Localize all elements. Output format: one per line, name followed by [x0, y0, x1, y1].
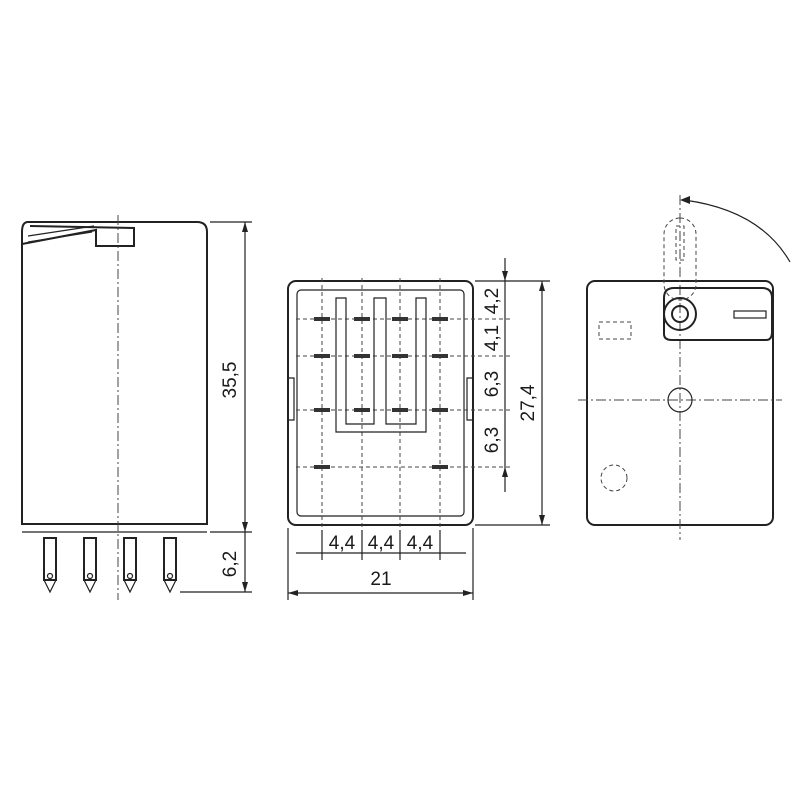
lever-pivot-hole: [671, 305, 689, 323]
dim-pin-length: 6,2: [180, 532, 252, 593]
dim-label-pitch-x-2: 4,4: [368, 533, 395, 554]
bottom-inner-outline: [296, 289, 465, 517]
dim-label-6-3-b: 6,3: [482, 427, 503, 453]
pin: [83, 537, 97, 581]
relay-body-outline: [21, 221, 208, 525]
dim-label-35-5: 35,5: [220, 362, 241, 399]
lever-pivot: [663, 297, 697, 331]
pin-slot: [314, 354, 330, 358]
pin: [43, 537, 57, 581]
pin-hole: [126, 572, 134, 580]
top-view: [578, 195, 791, 540]
dim-label-4-1: 4,1: [482, 325, 503, 351]
pin-tips: [43, 579, 177, 594]
pin-slot: [392, 317, 408, 321]
pin-slot: [392, 354, 408, 358]
pin-slot: [314, 465, 330, 469]
dim-width: 21: [287, 528, 474, 600]
side-notches: [288, 377, 473, 421]
dim-pitch-y: 4,2 4,1 6,3 6,3: [475, 258, 550, 492]
latch-edge-2: [27, 231, 93, 243]
latch-tab: [21, 225, 135, 247]
lever-slot: [733, 310, 767, 319]
pin-slots: [314, 317, 448, 469]
lower-dashed-circle: [600, 464, 628, 492]
pin-slot: [314, 408, 330, 412]
coil-wall: [335, 297, 427, 433]
pin-slot: [354, 408, 370, 412]
pin-hole: [86, 572, 94, 580]
latch-edge: [27, 225, 95, 237]
pin-slot: [432, 465, 448, 469]
release-lever: [663, 196, 791, 341]
pin-slot: [314, 317, 330, 321]
rotation-arc: [683, 199, 791, 263]
dim-height-bottom: 27,4: [475, 281, 550, 526]
bottom-outline: [287, 280, 474, 526]
label-window: [598, 321, 632, 340]
dim-label-6-2: 6,2: [220, 551, 241, 577]
lever-alt-position: [663, 217, 697, 301]
dim-label-pitch-x-1: 4,4: [329, 533, 356, 554]
pin-hole: [166, 572, 174, 580]
pin-slot: [432, 408, 448, 412]
dim-label-21: 21: [370, 569, 391, 590]
side-pins: [43, 537, 177, 594]
dim-label-4-2: 4,2: [482, 288, 503, 314]
pin-slot: [392, 408, 408, 412]
dim-pitch-x: 4,4 4,4 4,4: [296, 530, 466, 560]
pin-slot: [432, 317, 448, 321]
lever-alt-slot: [675, 225, 685, 261]
dim-height-side: 35,5: [210, 221, 252, 533]
pin-slot: [354, 354, 370, 358]
pin-hole: [46, 572, 54, 580]
pin-slot: [432, 354, 448, 358]
dim-label-27-4: 27,4: [518, 384, 539, 421]
side-view: 35,5 6,2: [21, 215, 252, 600]
center-hole: [667, 387, 693, 413]
dim-label-pitch-x-3: 4,4: [407, 533, 434, 554]
bottom-view: 4,4 4,4 4,4 21 4,2 4,1 6,3 6,3 27,4: [287, 258, 550, 600]
pin: [163, 537, 177, 581]
pin: [123, 537, 137, 581]
pin-slot: [354, 317, 370, 321]
dim-label-6-3-a: 6,3: [482, 371, 503, 397]
rotation-arrow: [680, 196, 690, 204]
